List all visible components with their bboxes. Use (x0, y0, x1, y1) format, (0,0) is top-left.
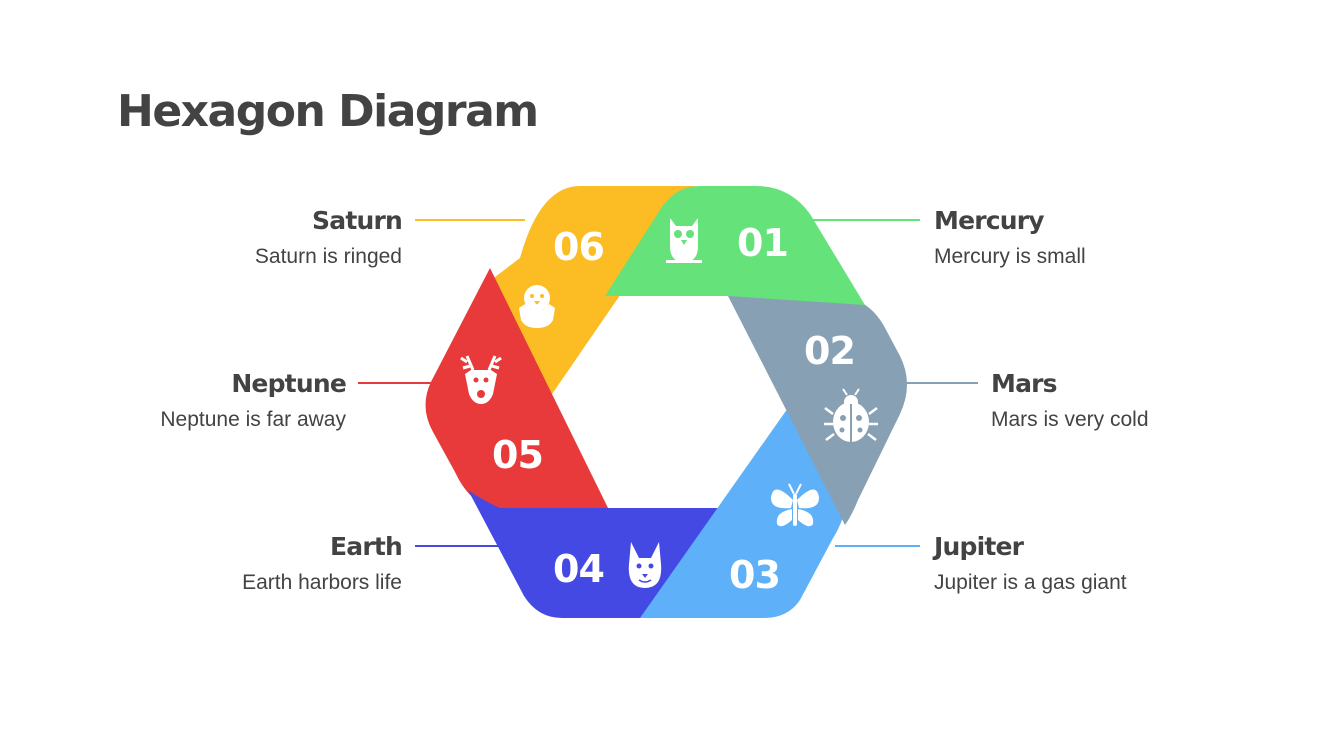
segment-05 (425, 268, 610, 512)
label-title: Mars (991, 369, 1058, 398)
label-title: Mercury (934, 206, 1045, 235)
label-title: Neptune (231, 369, 346, 398)
segment-number-06: 06 (553, 225, 604, 269)
label-saturn: Saturn Saturn is ringed (72, 206, 403, 270)
segment-03 (640, 398, 847, 618)
label-earth: Earth Earth harbors life (72, 532, 403, 596)
segment-number-02: 02 (804, 329, 855, 373)
label-mercury: Mercury Mercury is small (934, 206, 1264, 270)
label-jupiter: Jupiter Jupiter is a gas giant (934, 532, 1264, 596)
segment-01 (605, 186, 865, 305)
label-description: Mercury is small (934, 245, 1086, 268)
ladybug-icon (824, 388, 878, 442)
label-description: Neptune is far away (160, 408, 346, 431)
segment-number-05: 05 (492, 433, 543, 477)
segment-number-03: 03 (729, 553, 780, 597)
owl-icon (666, 218, 702, 263)
reindeer-icon (460, 355, 502, 404)
label-title: Jupiter (934, 532, 1024, 561)
chick-icon (519, 285, 555, 328)
label-description: Mars is very cold (991, 408, 1149, 431)
label-mars: Mars Mars is very cold (991, 369, 1321, 433)
segment-number-01: 01 (737, 221, 788, 265)
label-description: Jupiter is a gas giant (934, 571, 1127, 594)
page-title: Hexagon Diagram (117, 86, 539, 137)
label-title: Saturn (312, 206, 403, 235)
label-title: Earth (329, 532, 403, 561)
label-description: Earth harbors life (242, 571, 402, 594)
segment-02 (728, 296, 907, 525)
label-neptune: Neptune Neptune is far away (16, 369, 346, 433)
rabbit-icon (628, 542, 662, 588)
segment-number-04: 04 (553, 547, 604, 591)
butterfly-icon (771, 483, 819, 527)
segment-06 (478, 186, 695, 400)
label-description: Saturn is ringed (254, 245, 402, 268)
